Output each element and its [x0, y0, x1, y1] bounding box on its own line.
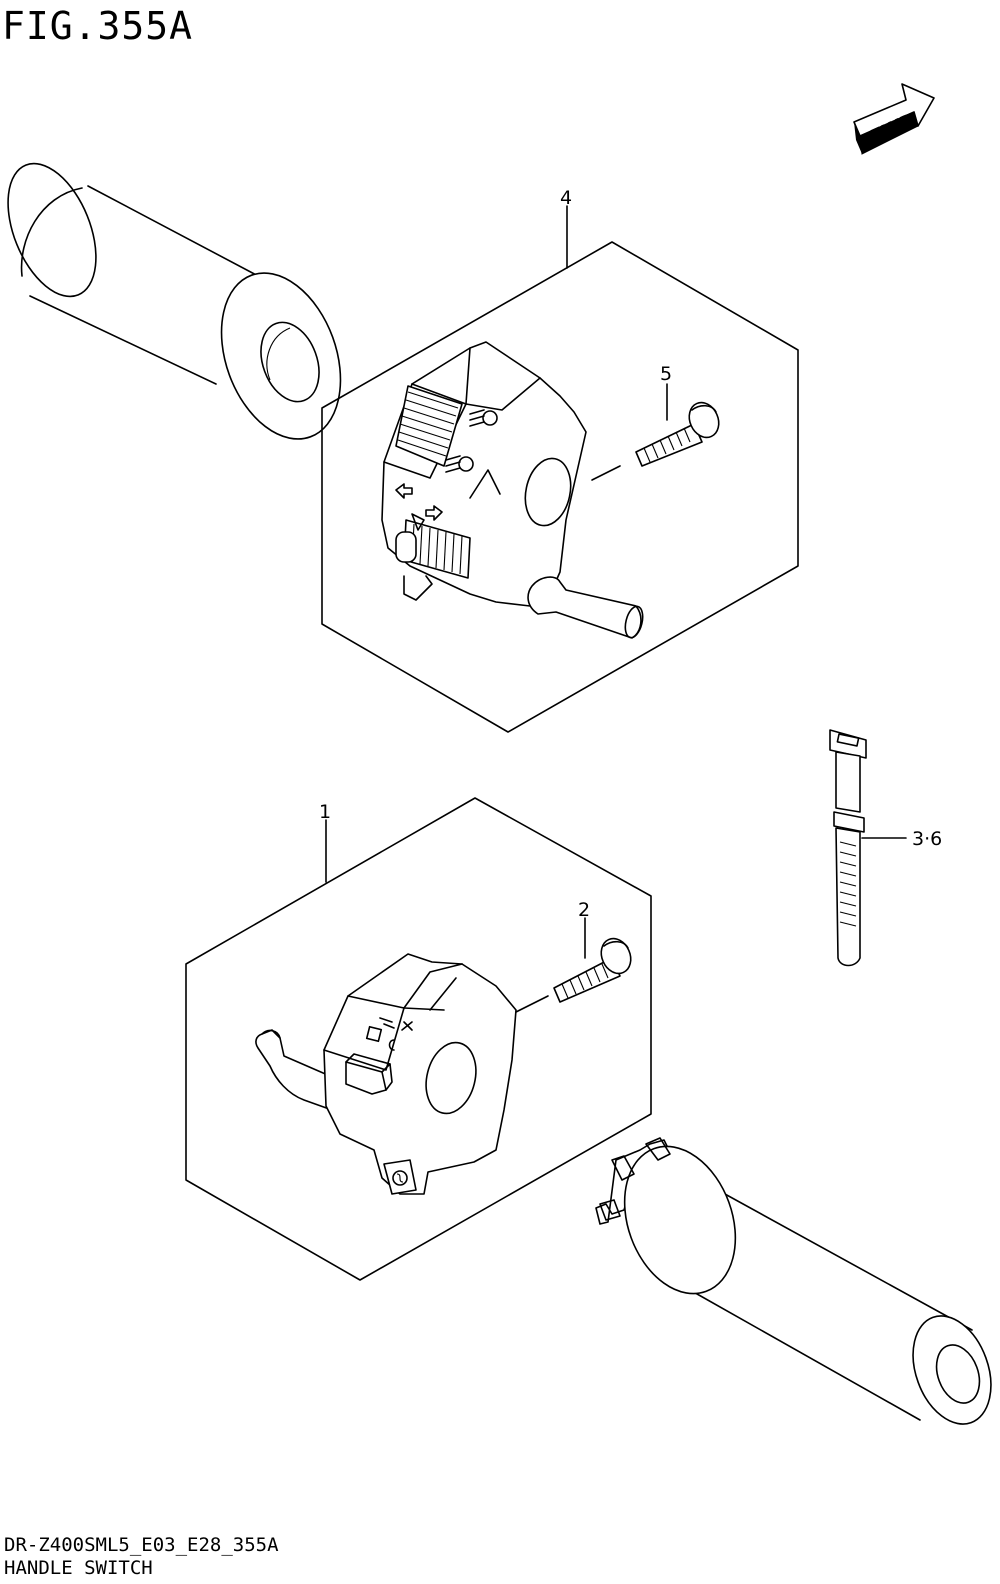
figure-title: FIG.355A [2, 4, 194, 48]
right-handle-switch [381, 341, 644, 639]
cable-tie [829, 729, 867, 967]
callout-3-6: 3·6 [912, 828, 942, 850]
callout-2: 2 [578, 899, 590, 921]
screw-5 [635, 401, 720, 467]
callout-1: 1 [319, 801, 331, 823]
callout-4: 4 [560, 187, 572, 209]
left-grip [7, 162, 342, 440]
footer-model-code: DR-Z400SML5_E03_E28_355A [4, 1534, 279, 1556]
right-throttle-grip [595, 1137, 992, 1425]
assembly-frame-4 [321, 241, 799, 733]
footer-section-name: HANDLE SWITCH [4, 1557, 153, 1579]
assembly-frame-1 [185, 797, 652, 1281]
screw-2 [553, 937, 632, 1003]
callout-5: 5 [660, 363, 672, 385]
fwd-arrow-icon: FWD [853, 83, 935, 155]
left-handle-switch [255, 953, 549, 1195]
